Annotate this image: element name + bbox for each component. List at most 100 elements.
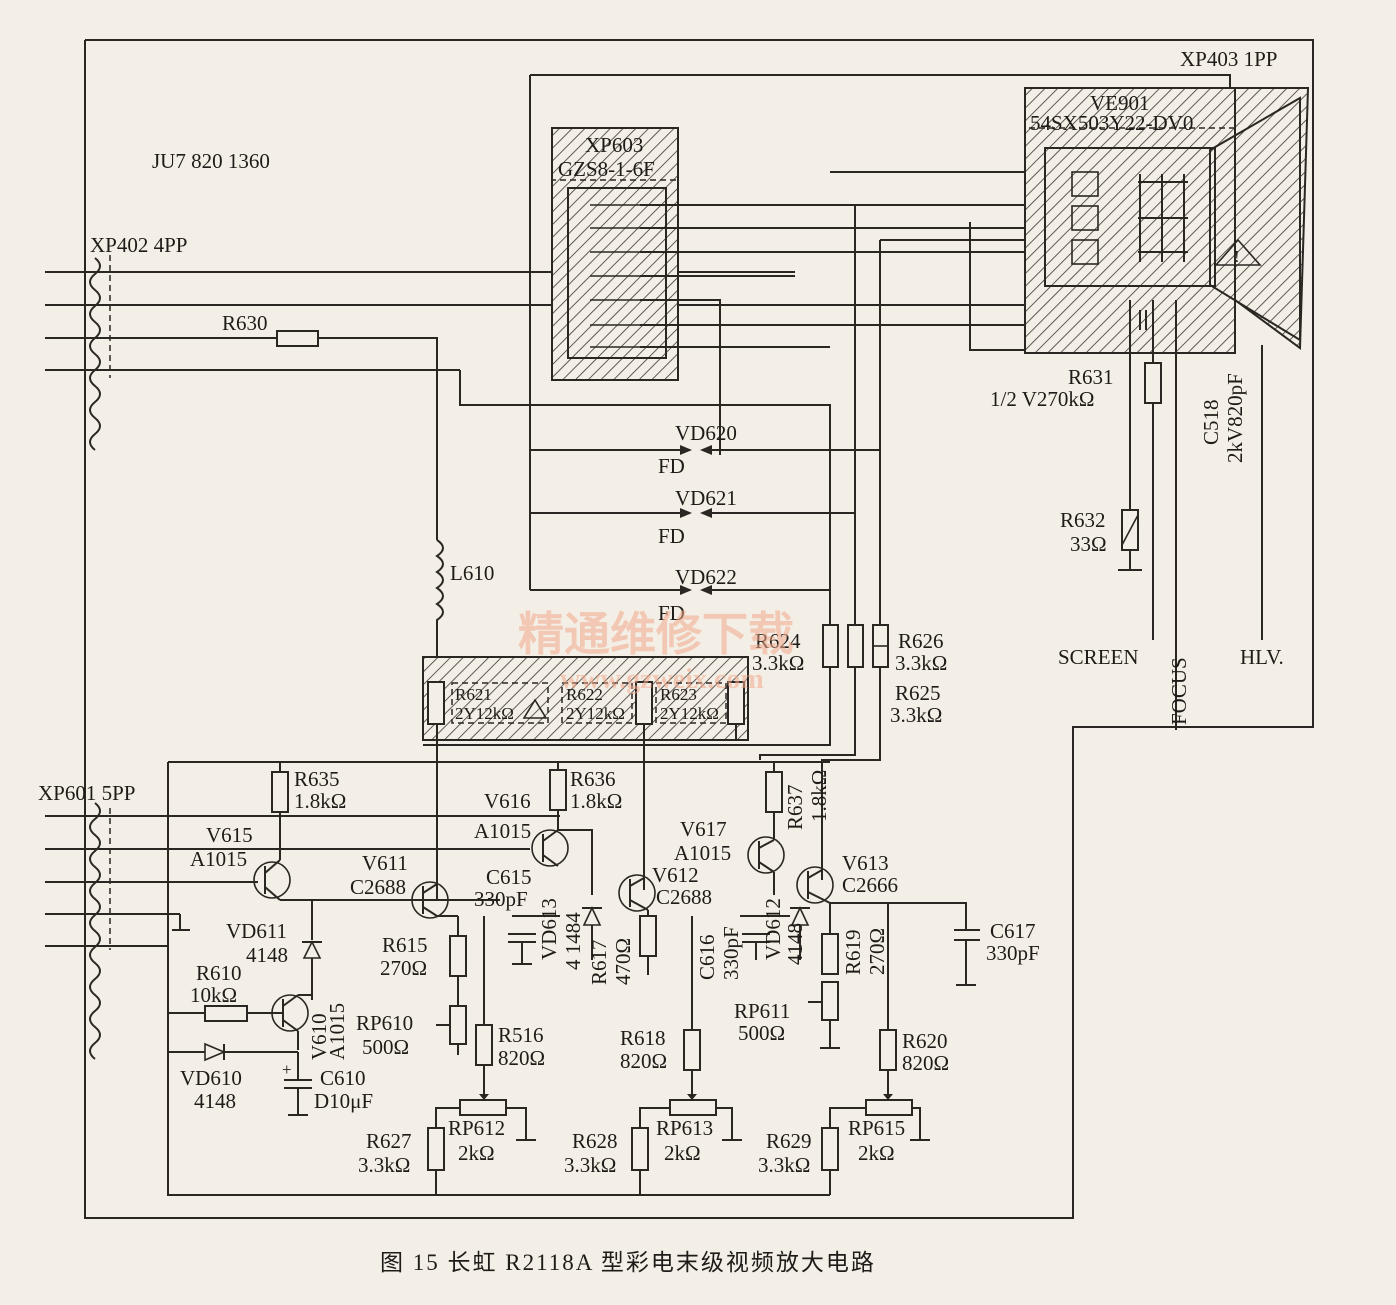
v613-ref-label: V613 [842, 851, 889, 875]
r635-ref-label: R635 [294, 767, 340, 791]
r625-val-label: 3.3kΩ [890, 703, 942, 727]
r617-val-label: 470Ω [611, 938, 635, 985]
r627-val-label: 3.3kΩ [358, 1153, 410, 1177]
v610-type-label: A1015 [325, 1003, 349, 1060]
vd612-diode [790, 906, 810, 960]
r618-ref-label: R618 [620, 1026, 666, 1050]
r628-ref-label: R628 [572, 1129, 618, 1153]
c616-label: C616 [695, 934, 719, 980]
r625-resistor [847, 624, 864, 668]
xp402-label: XP402 4PP [90, 233, 187, 257]
rp611-trimmer [821, 981, 839, 1021]
rp610-ref-label: RP610 [356, 1011, 413, 1035]
v616-ref-label: V616 [484, 789, 531, 813]
c518-val-label: 2kV820pF [1223, 373, 1247, 463]
vd612-val-label: 4148 [783, 923, 807, 965]
r623-ref-label: R623 [660, 685, 697, 704]
v612-type-label: C2688 [656, 885, 712, 909]
r610-ref-label: R610 [196, 961, 242, 985]
fd-label-3: FD [658, 601, 685, 625]
r626-val-label: 3.3kΩ [895, 651, 947, 675]
v615-type-label: A1015 [190, 847, 247, 871]
vd611-ref-label: VD611 [226, 919, 287, 943]
vd621-label: VD621 [675, 486, 737, 510]
vd620-label: VD620 [675, 421, 737, 445]
r629-resistor [821, 1127, 839, 1171]
r626-ref-label: R626 [898, 629, 944, 653]
v613-transistor [796, 866, 967, 930]
figure-caption: 图 15 长虹 R2118A 型彩电末级视频放大电路 [380, 1250, 876, 1275]
xp603-socket [551, 127, 679, 381]
r615-resistor [449, 935, 467, 977]
c518-ref-label: C518 [1199, 399, 1223, 445]
r615-ref-label: R615 [382, 933, 428, 957]
rp615-val-label: 2kΩ [858, 1141, 895, 1165]
crt-ref-label: VE901 [1090, 91, 1150, 115]
v612-ref-label: V612 [652, 863, 699, 887]
c610-val-label: D10μF [314, 1089, 373, 1113]
r620-val-label: 820Ω [902, 1051, 949, 1075]
v611-ref-label: V611 [362, 851, 408, 875]
r628-resistor [631, 1127, 649, 1171]
r632-val-label: 33Ω [1070, 532, 1107, 556]
watermark-cn: 精通维修下载 [518, 609, 794, 660]
xp603-ref-label: XP603 [585, 133, 643, 157]
vd610-ref-label: VD610 [180, 1066, 242, 1090]
r621-r623-block [422, 656, 749, 741]
r631-resistor [1144, 362, 1162, 404]
c617-val-label: 330pF [986, 941, 1040, 965]
xp601-connector [45, 802, 560, 1060]
c610-capacitor: + [282, 1052, 312, 1116]
r618-val-label: 820Ω [620, 1049, 667, 1073]
rp611-val-label: 500Ω [738, 1021, 785, 1045]
r631-val-label: 1/2 V270kΩ [990, 387, 1094, 411]
r637-ref-label: R637 [783, 784, 807, 830]
r619-label: R619 [841, 929, 865, 975]
r625-ref-label: R625 [895, 681, 941, 705]
c615-ref-label: C615 [486, 865, 532, 889]
v617-transistor [747, 836, 785, 895]
rp612-ref-label: RP612 [448, 1116, 505, 1140]
screen-output-label: SCREEN [1058, 645, 1139, 669]
rp613-pot [639, 1094, 742, 1141]
r620-ref-label: R620 [902, 1029, 948, 1053]
r637-val-label: 1.8kΩ [807, 770, 831, 822]
r635-resistor [271, 771, 289, 813]
r619-val-label: 270Ω [865, 928, 889, 975]
r627-ref-label: R627 [366, 1129, 412, 1153]
vd610-val-label: 4148 [194, 1089, 236, 1113]
v616-transistor [531, 829, 593, 895]
r516-resistor [475, 1024, 493, 1066]
xp601-label: XP601 5PP [38, 781, 135, 805]
c617-ref-label: C617 [990, 919, 1036, 943]
v617-ref-label: V617 [680, 817, 727, 841]
c616-val-label: 330pF [719, 926, 743, 980]
vd622-gap [530, 585, 830, 595]
rp611-ref-label: RP611 [734, 999, 790, 1023]
r516-ref-label: R516 [498, 1023, 544, 1047]
v611-type-label: C2688 [350, 875, 406, 899]
vd613-diode [582, 906, 602, 960]
r620-resistor [879, 1029, 897, 1071]
r622-ref-label: R622 [566, 685, 603, 704]
r621-ref-label: R621 [455, 685, 492, 704]
rp613-val-label: 2kΩ [664, 1141, 701, 1165]
xp403-label: XP403 1PP [1180, 47, 1277, 71]
r629-ref-label: R629 [766, 1129, 812, 1153]
xp603-type-label: GZS8-1-6F [558, 157, 655, 181]
vd613-label: VD613 [537, 898, 561, 960]
r636-ref-label: R636 [570, 767, 616, 791]
r631-ref-label: R631 [1068, 365, 1114, 389]
r630-resistor [276, 330, 319, 347]
rp612-val-label: 2kΩ [458, 1141, 495, 1165]
r610-resistor [204, 1005, 248, 1022]
vd611-val-label: 4148 [246, 943, 288, 967]
r610-val-label: 10kΩ [190, 983, 237, 1007]
r624-val-label: 3.3kΩ [752, 651, 804, 675]
vd613-val-label: 4 1484 [561, 912, 585, 970]
r635-val-label: 1.8kΩ [294, 789, 346, 813]
board-outline [84, 39, 1314, 1219]
svg-text:+: + [282, 1060, 292, 1079]
focus-output-label: FOCUS [1167, 657, 1191, 725]
